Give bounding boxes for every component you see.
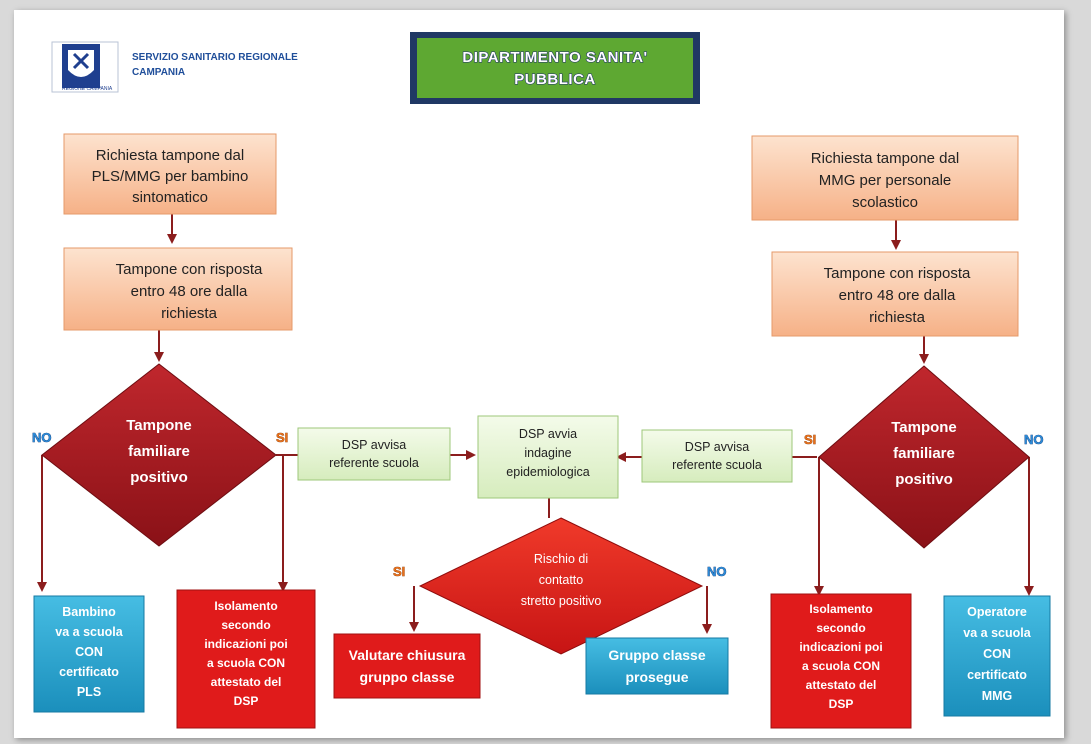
class-closure-line1: Valutare chiusura [349,647,466,663]
right-request-box: Richiesta tampone dal MMG per personale … [751,135,1019,221]
left-swab-line3: richiesta [161,305,218,322]
left-positive-line3: indicazioni poi [204,637,287,651]
left-decision-line2: familiare [128,443,190,460]
right-positive-line2: secondo [816,621,865,635]
right-decision-line2: familiare [893,445,955,462]
right-negative-outcome-box: Operatore va a scuola CON certificato MM… [943,595,1051,717]
left-notify-line1: DSP avvisa [342,438,406,452]
right-yes-label: SI [804,432,816,447]
right-negative-line5: MMG [982,689,1013,703]
right-no-label: NO [1024,432,1044,447]
right-swab-box: Tampone con risposta entro 48 ore dalla … [771,251,1019,337]
department-title: DIPARTIMENTO SANITA' PUBBLICA [410,32,700,104]
left-decision-line1: Tampone [126,417,192,434]
left-decision-diamond: Tampone familiare positivo [41,363,277,547]
right-positive-line1: Isolamento [809,602,872,616]
right-positive-line5: attestato del [806,678,877,692]
left-request-line1: Richiesta tampone dal [96,147,244,164]
class-closure-line2: gruppo classe [360,669,455,685]
left-swab-line1: Tampone con risposta [116,261,263,278]
left-decision-line3: positivo [130,469,188,486]
risk-decision-line3: stretto positivo [521,594,602,608]
investigation-box: DSP avvia indagine epidemiologica [477,415,619,499]
right-negative-line3: CON [983,647,1011,661]
risk-decision-diamond: Rischio di contatto stretto positivo [418,517,704,655]
left-negative-line2: va a scuola [55,625,123,639]
left-yes-label: SI [276,430,288,445]
diagram-frame: REGIONE CAMPANIA SERVIZIO SANITARIO REGI… [14,10,1064,738]
right-decision-diamond: Tampone familiare positivo [818,365,1030,549]
investigation-line2: indagine [524,446,571,460]
left-positive-line2: secondo [221,618,270,632]
right-notify-line2: referente scuola [672,458,762,472]
left-request-line2: PLS/MMG per bambino [92,168,249,185]
regional-logo: REGIONE CAMPANIA [51,41,119,93]
right-swab-line3: richiesta [869,309,926,326]
class-continues-box: Gruppo classe prosegue [585,637,729,695]
class-continues-line2: prosegue [625,669,688,685]
left-positive-line1: Isolamento [214,599,277,613]
logo-line2: CAMPANIA [132,67,185,78]
left-positive-line5: attestato del [211,675,282,689]
left-request-box: Richiesta tampone dal PLS/MMG per bambin… [63,133,277,215]
logo-small-text: REGIONE CAMPANIA [62,86,113,92]
center-no-label: NO [707,564,727,579]
left-no-label: NO [32,430,52,445]
left-negative-line1: Bambino [62,605,116,619]
class-closure-box: Valutare chiusura gruppo classe [333,633,481,699]
left-negative-outcome-box: Bambino va a scuola CON certificato PLS [33,595,145,713]
right-decision-line3: positivo [895,471,953,488]
right-request-line2: MMG per personale [819,172,952,189]
flowchart: REGIONE CAMPANIA SERVIZIO SANITARIO REGI… [32,32,1051,729]
title-line1: DIPARTIMENTO SANITA' [462,49,647,66]
left-positive-outcome-box: Isolamento secondo indicazioni poi a scu… [176,589,316,729]
right-notify-line1: DSP avvisa [685,440,749,454]
right-request-line3: scolastico [852,194,918,211]
left-negative-line5: PLS [77,685,101,699]
logo-line1: SERVIZIO SANITARIO REGIONALE [132,52,298,63]
investigation-line1: DSP avvia [519,427,577,441]
left-swab-box: Tampone con risposta entro 48 ore dalla … [63,247,293,331]
right-positive-line3: indicazioni poi [799,640,882,654]
left-notify-box: DSP avvisa referente scuola [297,427,451,481]
right-positive-line6: DSP [829,697,854,711]
left-positive-line6: DSP [234,694,259,708]
class-continues-line1: Gruppo classe [608,647,705,663]
right-notify-box: DSP avvisa referente scuola [641,429,793,483]
right-swab-line1: Tampone con risposta [824,265,971,282]
right-decision-line1: Tampone [891,419,957,436]
right-negative-line1: Operatore [967,605,1027,619]
right-negative-line2: va a scuola [963,626,1031,640]
risk-decision-line1: Rischio di [534,552,588,566]
risk-decision-line2: contatto [539,573,584,587]
right-positive-outcome-box: Isolamento secondo indicazioni poi a scu… [770,593,912,729]
right-negative-line4: certificato [967,668,1027,682]
left-positive-line4: a scuola CON [207,656,285,670]
right-request-line1: Richiesta tampone dal [811,150,959,167]
left-request-line3: sintomatico [132,189,208,206]
left-negative-line3: CON [75,645,103,659]
connectors [37,214,1034,634]
center-yes-label: SI [393,564,405,579]
right-positive-line4: a scuola CON [802,659,880,673]
left-negative-line4: certificato [59,665,119,679]
left-notify-line2: referente scuola [329,456,419,470]
title-line2: PUBBLICA [514,71,596,88]
left-swab-line2: entro 48 ore dalla [131,283,248,300]
right-swab-line2: entro 48 ore dalla [839,287,956,304]
investigation-line3: epidemiologica [506,465,589,479]
